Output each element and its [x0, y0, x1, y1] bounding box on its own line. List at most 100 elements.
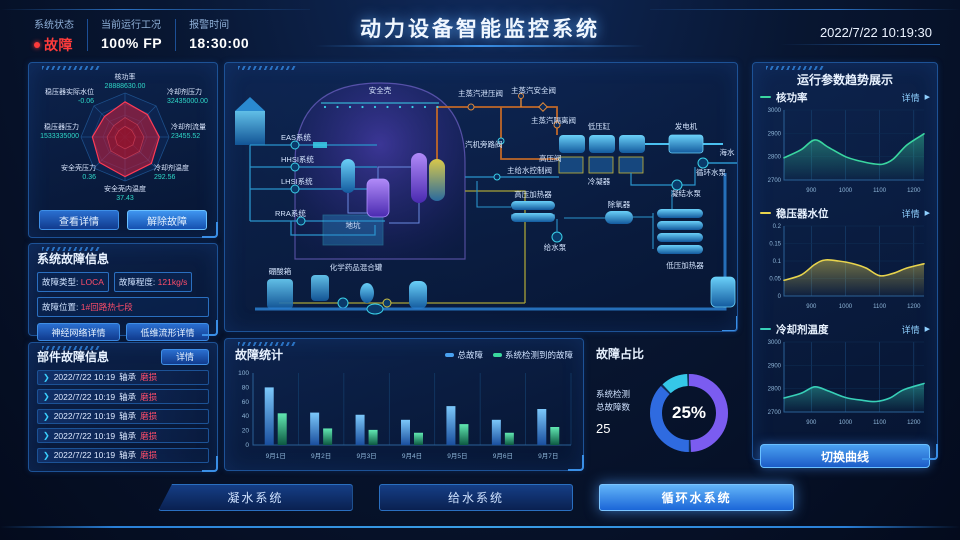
fault-part: 轴承 — [119, 430, 137, 441]
schematic-label: 海水 — [720, 147, 735, 157]
fault-type: 磨损 — [140, 430, 158, 441]
chevron-right-icon: ❯ — [43, 392, 50, 401]
svg-text:9月4日: 9月4日 — [402, 452, 422, 460]
tab-feedwater-system[interactable]: 给水系统 — [378, 484, 574, 511]
schematic-label: 冷凝器 — [588, 176, 611, 186]
view-detail-button[interactable]: 查看详情 — [39, 210, 119, 230]
switch-curve-button[interactable]: 切换曲线 — [760, 444, 930, 468]
system-status: 系统状态 故障 — [34, 16, 74, 55]
schematic-label: 汽机旁路阀 — [465, 139, 503, 149]
fault-part: 轴承 — [119, 411, 137, 421]
condition-label: 当前运行工况 — [101, 20, 161, 31]
clear-fault-button[interactable]: 解除故障 — [127, 210, 207, 230]
fault-degree-value: 121kg/s — [157, 277, 188, 287]
trend-detail-link[interactable]: 详情 — [901, 324, 920, 335]
schematic-label: 低压加热器 — [666, 260, 704, 270]
header: 系统状态 故障 当前运行工况 100% FP 报警时间 18:30:00 动力设… — [0, 0, 960, 58]
schematic-label: 地坑 — [346, 220, 361, 230]
radar-axis-value: 1533335000 — [40, 133, 79, 140]
svg-text:900: 900 — [806, 188, 817, 194]
svg-text:0.2: 0.2 — [773, 224, 782, 230]
fault-type: 磨损 — [140, 450, 158, 460]
svg-text:1200: 1200 — [907, 304, 921, 310]
nn-detail-button[interactable]: 神经网络详情 — [37, 323, 120, 341]
svg-text:1100: 1100 — [873, 188, 887, 194]
schematic-label: 发电机 — [675, 121, 698, 131]
fault-ratio-side-label1: 系统检测 — [596, 389, 631, 399]
svg-text:1200: 1200 — [907, 188, 921, 194]
tab-condensate-system[interactable]: 凝水系统 — [158, 484, 353, 511]
fault-location-label: 故障位置: — [42, 302, 79, 312]
fault-type-label: 故障类型: — [42, 277, 79, 287]
fault-stats-title: 故障统计 — [235, 348, 284, 362]
radar-chart: 核功率28888630.00冷却剂压力32435000.00冷却剂流量23455… — [40, 72, 208, 202]
chevron-right-icon: ❯ — [43, 450, 50, 460]
system-fault-panel: 系统故障信息 故障类型: LOCA 故障程度: 121kg/s 故障位置: 1#… — [28, 243, 218, 341]
operating-condition: 当前运行工况 100% FP — [101, 16, 162, 55]
fault-ratio-percent: 25% — [671, 403, 707, 422]
system-status-label: 系统状态 — [34, 20, 74, 31]
svg-text:9月3日: 9月3日 — [356, 452, 376, 460]
schematic-label: 凝结水泵 — [671, 188, 701, 198]
trend-detail-link[interactable]: 详情 — [901, 92, 920, 103]
schematic-label: 低压缸 — [588, 121, 611, 131]
svg-text:1100: 1100 — [873, 420, 887, 426]
fault-type: 磨损 — [140, 372, 158, 382]
series-dash-icon — [760, 328, 771, 330]
datetime: 2022/7/22 10:19:30 — [819, 25, 932, 40]
trend-panel-title: 运行参数趋势展示 — [796, 73, 893, 87]
svg-text:80: 80 — [242, 384, 250, 391]
manifold-detail-button[interactable]: 低维流形详情 — [126, 323, 209, 341]
schematic-label: 主蒸汽安全阀 — [511, 85, 556, 95]
legend-item-total: 总故障 — [445, 349, 483, 361]
svg-text:9月5日: 9月5日 — [447, 452, 467, 460]
chevron-right-icon: ❯ — [43, 431, 50, 440]
system-fault-title: 系统故障信息 — [37, 252, 110, 266]
svg-text:1100: 1100 — [873, 304, 887, 310]
svg-text:60: 60 — [242, 399, 250, 406]
divider — [175, 19, 177, 51]
schematic-label: 高压阀 — [539, 153, 562, 163]
trend-title-pressurizer-level: 稳压器水位 — [776, 207, 829, 220]
chevron-right-icon[interactable]: ▶ — [924, 94, 930, 101]
svg-text:2700: 2700 — [768, 410, 782, 416]
divider — [87, 19, 88, 51]
fault-time: 2022/7/22 10:19 — [53, 430, 116, 441]
schematic-label: 硼酸箱 — [269, 266, 292, 276]
alarm-value: 18:30:00 — [189, 35, 250, 51]
schematic-label: 给水泵 — [544, 242, 567, 252]
svg-text:1200: 1200 — [907, 420, 921, 426]
alarm-label: 报警时间 — [189, 20, 230, 31]
chevron-right-icon[interactable]: ▶ — [924, 326, 930, 333]
legend-item-detected: 系统检测到的故障 — [492, 349, 573, 361]
schematic-label: 化学药品混合罐 — [330, 262, 383, 272]
schematic-label: 除氧器 — [608, 199, 631, 209]
svg-text:3000: 3000 — [768, 340, 782, 346]
chevron-right-icon: ❯ — [43, 372, 50, 382]
svg-text:0.15: 0.15 — [769, 242, 781, 248]
radar-axis-value: 292.56 — [154, 174, 176, 181]
chevron-right-icon[interactable]: ▶ — [924, 210, 930, 217]
schematic-label: 安全壳 — [369, 85, 392, 95]
parts-detail-button[interactable]: 详情 — [161, 348, 209, 365]
fault-ratio-side-label2: 总故障数 — [596, 401, 631, 412]
svg-text:9月2日: 9月2日 — [311, 452, 331, 460]
svg-text:9月7日: 9月7日 — [538, 452, 558, 460]
fault-degree-field: 故障程度: 121kg/s — [113, 272, 193, 292]
radar-axis-value: 28888630.00 — [105, 83, 146, 90]
radar-axis-label: 冷却剂温度 — [154, 163, 189, 172]
tab-circulating-water-system[interactable]: 循环水系统 — [599, 484, 795, 511]
radar-axis-value: 23455.52 — [171, 133, 200, 140]
trend-detail-link[interactable]: 详情 — [901, 208, 920, 219]
radar-axis-label: 冷却剂流量 — [171, 122, 206, 131]
